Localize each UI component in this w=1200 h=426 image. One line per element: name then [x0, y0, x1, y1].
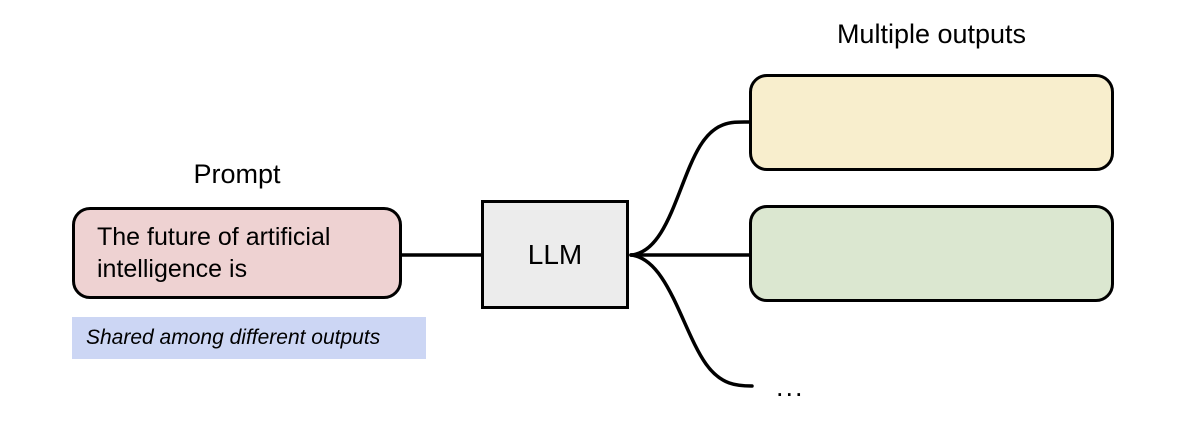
llm-label: LLM [527, 238, 583, 270]
multiple-outputs-label: Multiple outputs [836, 19, 1027, 49]
llm-box[interactable]: LLM [481, 200, 629, 309]
output-box-2[interactable] [749, 205, 1114, 302]
prompt-text: The future of artificial intelligence is [97, 223, 331, 283]
shared-note-text: Shared among different outputs [86, 326, 381, 349]
shared-note-highlight: Shared among different outputs [72, 317, 426, 359]
edge-llm-to-ellipsis [629, 253, 754, 388]
prompt-box[interactable]: The future of artificial intelligence is [72, 207, 402, 299]
output-box-1[interactable] [749, 74, 1114, 171]
output-ellipsis: ... [776, 372, 805, 402]
prompt-label: Prompt [193, 159, 281, 189]
edge-llm-to-output-1 [629, 120, 752, 257]
